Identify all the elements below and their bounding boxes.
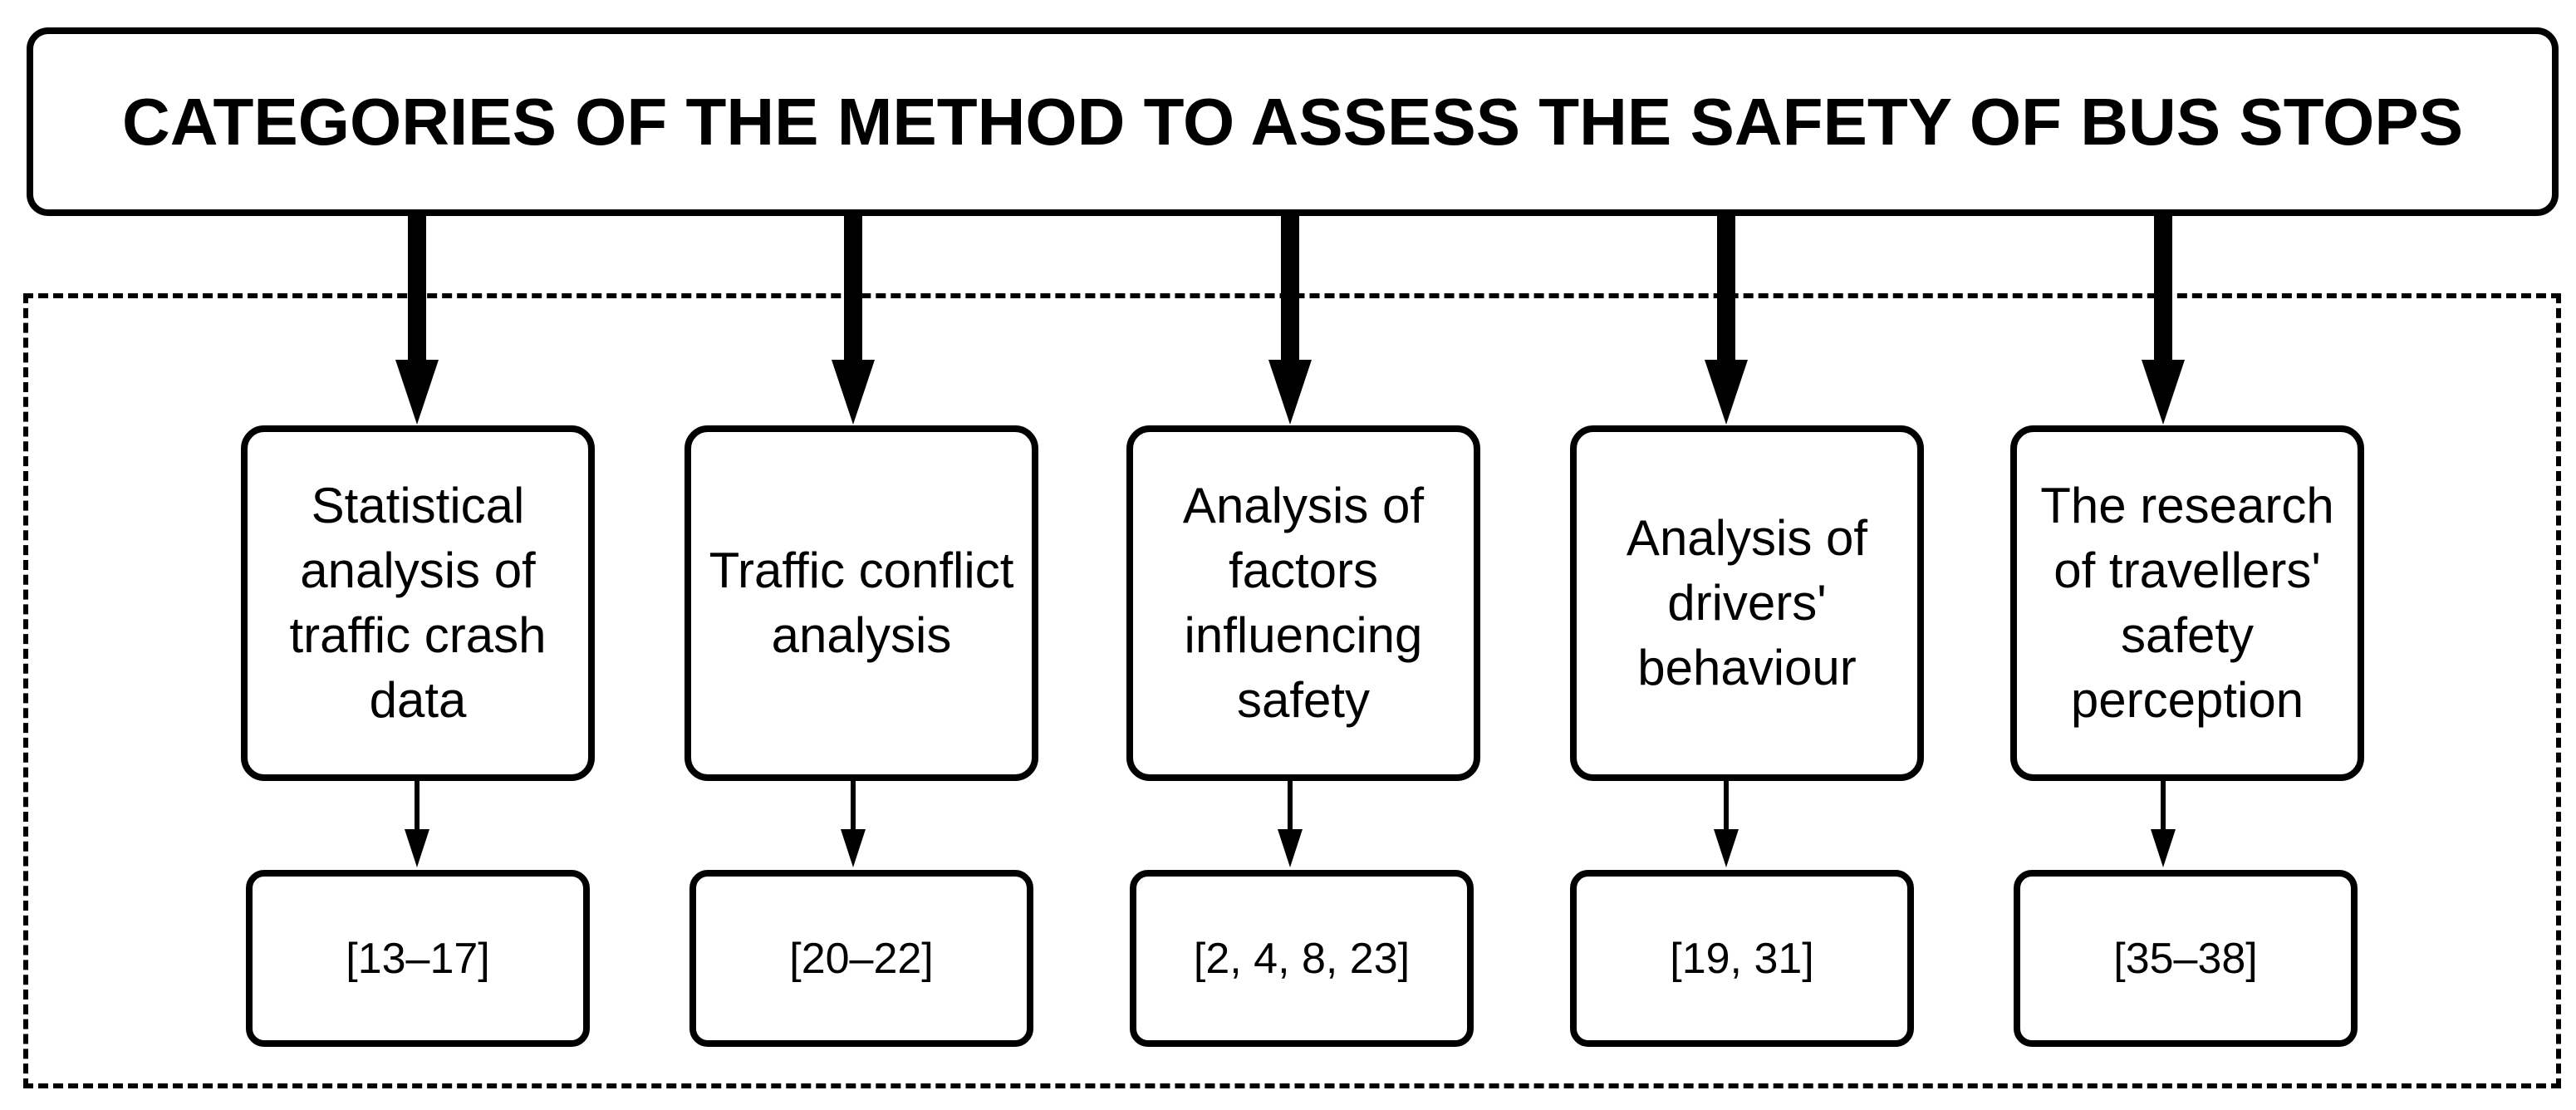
arrow-header-to-category-5-head (2142, 360, 2185, 425)
references-label-3: [2, 4, 8, 23] (1193, 934, 1411, 983)
arrow-category-to-references-4-head (1714, 829, 1739, 867)
category-label-1: Statistical analysis of traffic crash da… (289, 478, 547, 728)
arrow-header-to-category-4-stem (1717, 216, 1735, 361)
diagram-title: CATEGORIES OF THE METHOD TO ASSESS THE S… (121, 84, 2464, 159)
category-box-5: The research of travellers' safety perce… (2010, 425, 2364, 781)
arrow-category-to-references-2-head (841, 829, 866, 867)
references-box-3: [2, 4, 8, 23] (1130, 870, 1474, 1047)
category-box-3: Analysis of factors influencing safety (1126, 425, 1480, 781)
references-label-4: [19, 31] (1670, 934, 1814, 983)
references-box-2: [20–22] (689, 870, 1033, 1047)
category-box-4: Analysis of drivers' behaviour (1570, 425, 1924, 781)
arrow-category-to-references-1-head (405, 829, 429, 867)
arrow-header-to-category-4-head (1705, 360, 1748, 425)
arrow-header-to-category-2-head (832, 360, 875, 425)
references-label-1: [13–17] (346, 934, 490, 983)
references-box-5: [35–38] (2014, 870, 2358, 1047)
category-label-5: The research of travellers' safety perce… (2040, 478, 2334, 728)
arrow-header-to-category-2-stem (844, 216, 862, 361)
arrow-category-to-references-3-stem (1288, 781, 1293, 831)
category-box-1: Statistical analysis of traffic crash da… (241, 425, 595, 781)
references-box-1: [13–17] (246, 870, 590, 1047)
category-label-3: Analysis of factors influencing safety (1182, 478, 1425, 728)
arrow-category-to-references-4-stem (1724, 781, 1729, 831)
references-box-4: [19, 31] (1570, 870, 1914, 1047)
arrow-category-to-references-1-stem (415, 781, 420, 831)
arrow-category-to-references-5-stem (2161, 781, 2166, 831)
category-box-2: Traffic conflict analysis (684, 425, 1038, 781)
arrow-header-to-category-1-head (395, 360, 439, 425)
category-label-2: Traffic conflict analysis (709, 543, 1014, 663)
arrow-category-to-references-5-head (2151, 829, 2176, 867)
arrow-category-to-references-2-stem (851, 781, 856, 831)
arrow-header-to-category-5-stem (2154, 216, 2172, 361)
diagram-title-box: CATEGORIES OF THE METHOD TO ASSESS THE S… (27, 27, 2559, 216)
arrow-header-to-category-1-stem (408, 216, 426, 361)
arrow-category-to-references-3-head (1278, 829, 1303, 867)
category-label-4: Analysis of drivers' behaviour (1626, 510, 1868, 695)
references-label-5: [35–38] (2113, 934, 2258, 983)
arrow-header-to-category-3-stem (1281, 216, 1299, 361)
references-label-2: [20–22] (789, 934, 934, 983)
arrow-header-to-category-3-head (1268, 360, 1312, 425)
